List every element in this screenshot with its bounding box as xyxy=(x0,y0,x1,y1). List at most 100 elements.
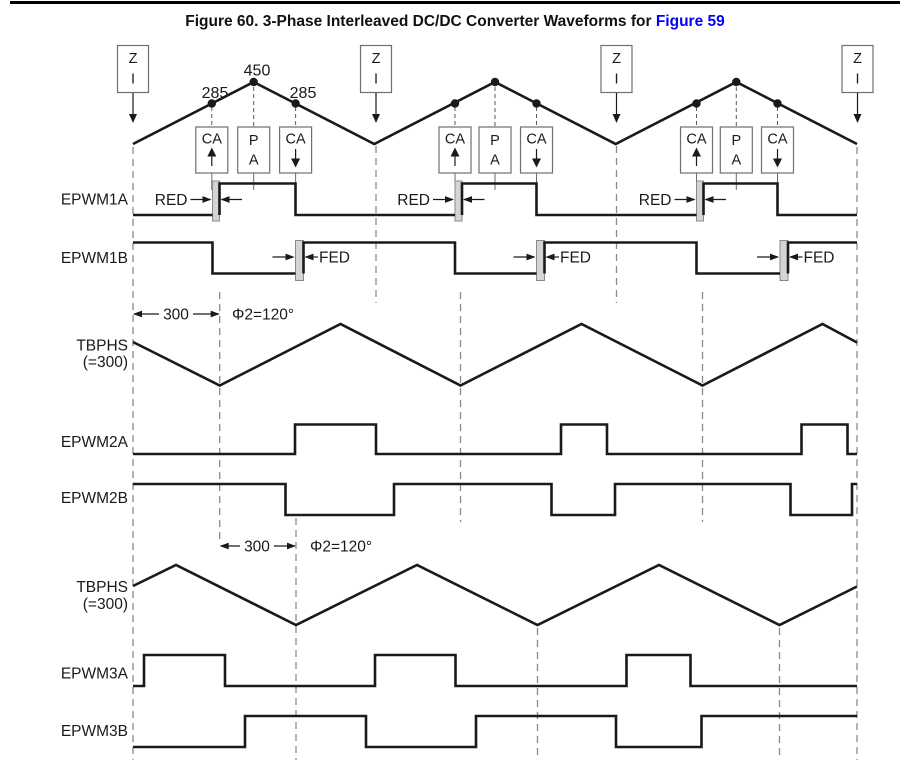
value-cmpa-up: 285 xyxy=(202,85,229,102)
zi-arrowhead xyxy=(129,114,137,123)
carrier-event-dot xyxy=(207,99,216,108)
ca-box-label: CA xyxy=(202,132,222,148)
zi-box-label-z: Z xyxy=(612,51,621,67)
row-label-epwm1a: EPWM1A xyxy=(61,192,129,209)
epwm3a-wave xyxy=(133,653,857,688)
red-back-arrow-head xyxy=(463,196,472,203)
pa-box xyxy=(237,126,271,174)
ca-box-label: CA xyxy=(686,132,706,148)
red-fwd-arrow-head xyxy=(202,196,212,203)
row-label-epwm2b: EPWM2B xyxy=(61,490,128,507)
epwm1b-wave xyxy=(543,241,780,275)
ca-box-label: CA xyxy=(526,132,546,148)
carrier-event-dot xyxy=(291,99,300,108)
pa-box-label: P xyxy=(731,133,741,149)
pa-box-label: P xyxy=(249,133,259,149)
figure-title: Figure 60. 3-Phase Interleaved DC/DC Con… xyxy=(0,13,910,31)
red-label: RED xyxy=(155,192,188,209)
pa-box xyxy=(719,126,753,174)
zi-box-label-z: Z xyxy=(853,51,862,67)
ca-up-arrowhead xyxy=(450,147,460,157)
red-back-arrow-head xyxy=(220,196,230,203)
phase3-offset-right-head xyxy=(287,542,296,550)
zi-box-label-z: Z xyxy=(372,51,381,67)
fed-fwd-arrow-head xyxy=(526,253,536,261)
red-back-arrow-head xyxy=(704,196,714,203)
fed-label: FED xyxy=(319,250,350,267)
pa-box xyxy=(478,126,512,174)
row-label-tbphs3-line1: TBPHS xyxy=(76,579,128,596)
value-tbprd: 450 xyxy=(244,63,271,80)
pa-box-label: P xyxy=(490,133,500,149)
red-fwd-arrow-head xyxy=(445,196,454,203)
zi-arrowhead xyxy=(853,114,862,123)
row-label-epwm3a: EPWM3A xyxy=(61,666,129,683)
fed-back-arrow-head xyxy=(304,253,314,261)
phase3-offset-phi: Φ2=120° xyxy=(310,539,372,556)
zi-event-box xyxy=(841,44,874,94)
row-label-tbphs3-line2: (=300) xyxy=(83,596,128,613)
pa-box-label: A xyxy=(731,153,741,169)
red-label: RED xyxy=(397,192,430,209)
row-label-tbphs2-line1: TBPHS xyxy=(76,338,128,355)
row-label-epwm2a: EPWM2A xyxy=(61,434,129,451)
fed-fwd-arrow-head xyxy=(285,253,295,261)
zi-event-box xyxy=(600,44,633,94)
row-label-tbphs2-line2: (=300) xyxy=(83,354,128,371)
epwm1b-wave xyxy=(302,241,537,275)
ca-down-arrowhead xyxy=(773,158,782,168)
row-label-epwm1b: EPWM1B xyxy=(61,250,128,267)
zi-arrowhead xyxy=(612,114,621,123)
ca-up-arrowhead xyxy=(207,147,217,157)
carrier-event-dot xyxy=(732,77,741,87)
pa-box-label: A xyxy=(490,153,500,169)
phase2-offset-phi: Φ2=120° xyxy=(232,307,294,324)
fed-label: FED xyxy=(560,250,591,267)
zi-event-box xyxy=(359,44,393,94)
ca-box-label: CA xyxy=(767,132,787,148)
zi-box-label-i: I xyxy=(855,72,859,88)
phase2-offset-left-head xyxy=(133,310,142,318)
figure-59-link[interactable]: Figure 59 xyxy=(655,13,725,30)
carrier-event-dot xyxy=(692,99,701,108)
carrier-event-dot xyxy=(490,77,500,87)
fed-label: FED xyxy=(804,250,835,267)
fed-back-arrow-head xyxy=(545,253,555,261)
red-label: RED xyxy=(639,192,672,209)
ca-up-arrowhead xyxy=(692,147,701,157)
zi-arrowhead xyxy=(372,114,380,123)
epwm1a-wave xyxy=(460,182,697,217)
ca-box-label: CA xyxy=(286,132,306,148)
carrier-event-dot xyxy=(249,77,258,87)
fed-fwd-arrow-head xyxy=(770,253,779,261)
epwm1b-wave xyxy=(133,241,296,275)
ca-down-arrowhead xyxy=(291,158,301,168)
phase2-offset-right-head xyxy=(210,310,220,318)
ca-box-label: CA xyxy=(445,132,465,148)
epwm1b-wave xyxy=(786,241,857,274)
epwm1a-wave xyxy=(218,182,455,217)
phase3-offset-left-head xyxy=(219,542,229,550)
zi-box-label-i: I xyxy=(131,72,135,88)
row-label-epwm3b: EPWM3B xyxy=(61,723,128,740)
carrier-event-dot xyxy=(773,99,782,108)
epwm2b-wave xyxy=(133,482,857,517)
epwm1a-wave xyxy=(702,182,857,217)
zi-box-label-z: Z xyxy=(129,51,138,67)
top-rule xyxy=(10,1,900,4)
zi-box-label-i: I xyxy=(614,72,618,88)
fed-back-arrow-head xyxy=(789,253,798,261)
epwm2a-wave xyxy=(133,423,857,456)
zi-event-box xyxy=(116,44,150,94)
value-cmpa-down: 285 xyxy=(290,85,317,102)
ca-down-arrowhead xyxy=(532,158,541,168)
phase2-offset-value: 300 xyxy=(163,307,189,324)
carrier-phase3-wave xyxy=(132,563,858,627)
carrier-event-dot xyxy=(450,99,460,108)
pa-box-label: A xyxy=(249,153,259,169)
phase3-offset-value: 300 xyxy=(244,539,270,556)
carrier-phase2-wave xyxy=(132,322,858,387)
zi-box-label-i: I xyxy=(374,72,378,88)
